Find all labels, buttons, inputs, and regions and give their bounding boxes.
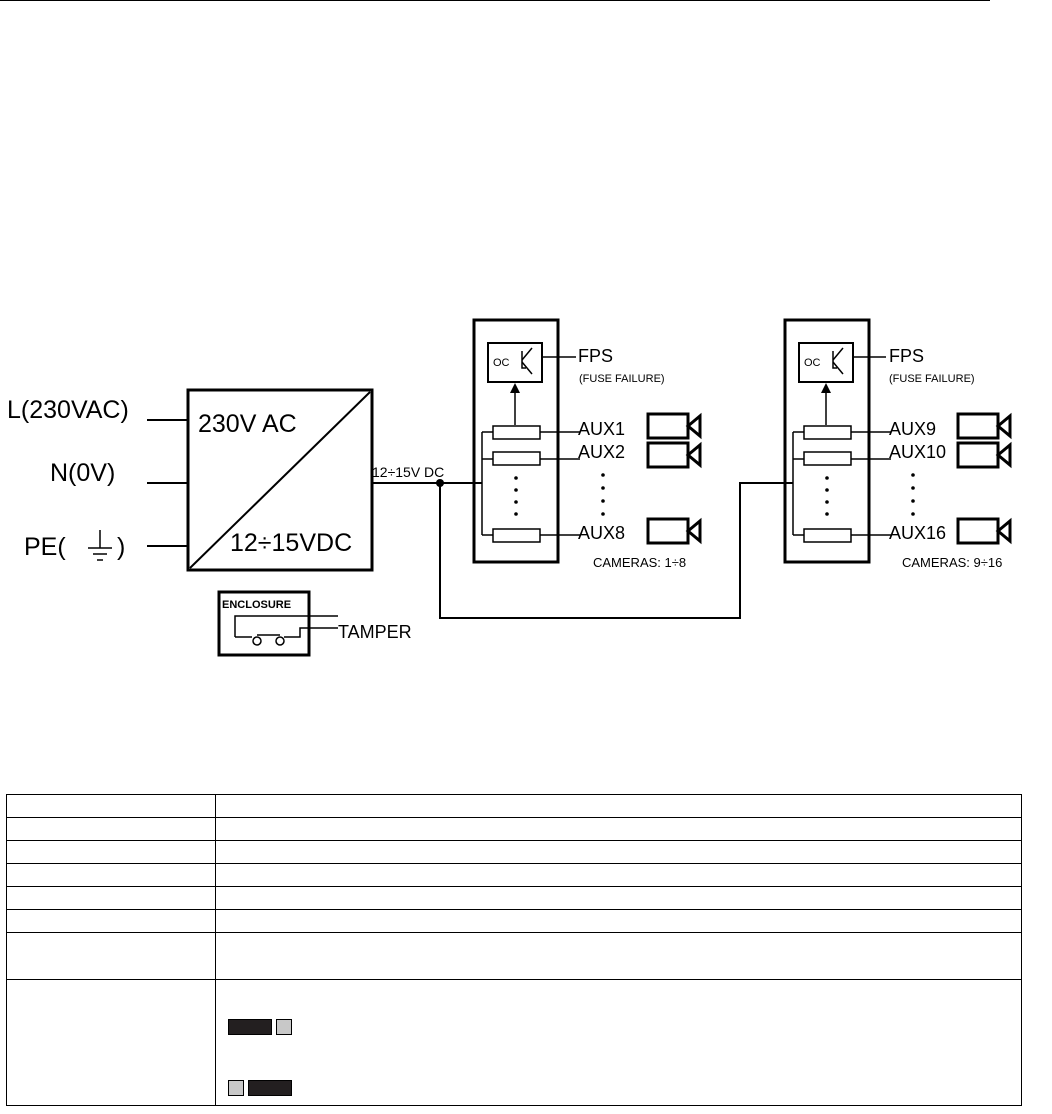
input-pe-prefix: PE( (24, 533, 66, 561)
optocoupler-icon (798, 342, 854, 383)
table-cell (215, 979, 1022, 1106)
camera-icon (646, 441, 702, 469)
table-cell (215, 840, 1022, 864)
camera-icon (956, 412, 1012, 440)
tamper-wire-top (234, 615, 338, 637)
module-a-arrowhead (510, 383, 520, 393)
module-a-aux-ellipsis (601, 473, 605, 516)
table-cell (215, 932, 1022, 980)
module-b-box (783, 318, 871, 564)
led-pattern-2 (228, 1079, 296, 1096)
table-cell (6, 817, 216, 841)
table-row (6, 909, 1022, 933)
psu-input-label: 230V AC (198, 410, 297, 438)
dc-bus-to-module-b (439, 482, 793, 619)
module-b-aux-ellipsis (911, 473, 915, 516)
table-cell (6, 979, 216, 1106)
table-row (6, 863, 1022, 887)
module-a-fps-sub: (FUSE FAILURE) (579, 373, 665, 385)
module-a-fps-label: FPS (578, 346, 613, 366)
camera-icon (956, 517, 1012, 545)
fuse-icon (492, 528, 541, 543)
camera-icon (956, 441, 1012, 469)
led-swatch-dark (248, 1079, 292, 1096)
tamper-wire-right (284, 627, 338, 638)
module-a-box (472, 318, 560, 564)
led-swatch-light (228, 1079, 244, 1096)
table-row (6, 979, 1022, 1106)
table-cell (6, 932, 216, 980)
fuse-icon (803, 451, 852, 466)
table-row (6, 840, 1022, 864)
module-b-oc-label: OC (804, 357, 821, 369)
table-cell (215, 863, 1022, 887)
module-a-ellipsis (514, 476, 518, 516)
table-cell (215, 886, 1022, 910)
camera-icon (646, 517, 702, 545)
enclosure-label: ENCLOSURE (222, 599, 291, 611)
tamper-label: TAMPER (338, 622, 412, 642)
module-a-oc-label: OC (493, 357, 510, 369)
module-a-aux-last: AUX8 (578, 523, 625, 543)
module-b-arrowhead (821, 383, 831, 393)
table-cell (215, 909, 1022, 933)
fuse-icon (492, 425, 541, 440)
module-a-aux-first: AUX1 (578, 419, 625, 439)
input-line-label: L(230VAC) (7, 396, 129, 424)
top-rule (0, 0, 990, 1)
table-row (6, 886, 1022, 910)
optocoupler-icon (487, 342, 543, 383)
led-swatch-light (276, 1018, 292, 1035)
tamper-switch-icon (252, 634, 285, 646)
table-cell (6, 840, 216, 864)
dc-output-label: 12÷15V DC (372, 464, 444, 480)
psu-output-rating: 12÷15VDC (230, 529, 352, 557)
input-neutral-label: N(0V) (50, 459, 115, 487)
junction-dot (436, 479, 444, 487)
ground-symbol-icon (88, 530, 112, 561)
input-pe-suffix: ) (117, 533, 125, 561)
table-row (6, 817, 1022, 841)
table-cell (215, 817, 1022, 841)
table-cell (6, 886, 216, 910)
psu-box (186, 388, 374, 572)
module-b-aux-last: AUX16 (889, 523, 946, 543)
psu-diagonal (189, 391, 371, 569)
enclosure-box (217, 590, 311, 657)
module-b-aux-first: AUX9 (889, 419, 936, 439)
fuse-icon (492, 451, 541, 466)
table-cell (6, 794, 216, 818)
table-cell (215, 794, 1022, 818)
fuse-icon (803, 425, 852, 440)
wiring-diagram: L(230VAC) N(0V) PE( ) 230V AC 12÷15VDC 1… (7, 318, 1012, 657)
camera-icon (646, 412, 702, 440)
table-cell (6, 909, 216, 933)
table-row (6, 794, 1022, 818)
module-b-aux-second: AUX10 (889, 442, 946, 462)
table-row (6, 932, 1022, 980)
led-swatch-dark (228, 1018, 272, 1035)
module-b-cameras: CAMERAS: 9÷16 (902, 555, 1002, 570)
module-b-fps-label: FPS (889, 346, 924, 366)
led-pattern-1 (228, 1018, 296, 1035)
module-b-ellipsis (825, 476, 829, 516)
fuse-icon (803, 528, 852, 543)
module-b-fps-sub: (FUSE FAILURE) (889, 373, 975, 385)
spec-table (6, 794, 1022, 1106)
module-a-cameras: CAMERAS: 1÷8 (593, 555, 686, 570)
table-cell (6, 863, 216, 887)
module-a-aux-second: AUX2 (578, 442, 625, 462)
